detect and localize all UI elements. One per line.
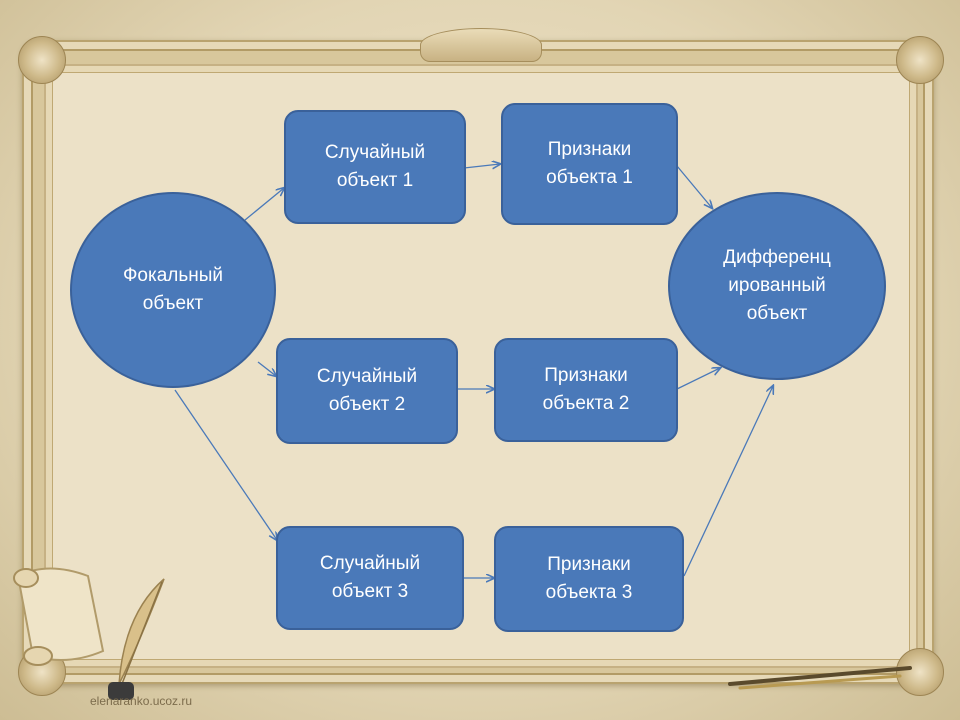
differentiated-object-node: Дифференц ированный объект bbox=[668, 192, 886, 380]
random-object-1-node: Случайный объект 1 bbox=[284, 110, 466, 224]
arrow-features2-to-result bbox=[676, 368, 720, 390]
watermark-text: elenaranko.ucoz.ru bbox=[90, 694, 193, 708]
random-object-3-node: Случайный объект 3 bbox=[276, 526, 464, 630]
corner-ornament-top-right bbox=[896, 36, 944, 84]
top-ornament bbox=[420, 28, 542, 62]
object-features-3-node: Признаки объекта 3 bbox=[494, 526, 684, 632]
corner-ornament-top-left bbox=[18, 36, 66, 84]
quill-icon bbox=[108, 578, 165, 700]
arrow-features3-to-result bbox=[683, 386, 773, 577]
arrow-focal-to-random3 bbox=[174, 389, 277, 540]
object-features-1-node: Признаки объекта 1 bbox=[501, 103, 678, 225]
pen-icon bbox=[728, 666, 912, 690]
arrow-focal-to-random2 bbox=[257, 361, 276, 376]
arrow-random1-to-features1 bbox=[463, 164, 500, 168]
random-object-2-node: Случайный объект 2 bbox=[276, 338, 458, 444]
focal-object-node: Фокальный объект bbox=[70, 192, 276, 388]
scroll-icon bbox=[13, 567, 105, 666]
corner-ornament-bottom-right bbox=[896, 648, 944, 696]
arrow-focal-to-random1 bbox=[244, 188, 284, 221]
arrow-features1-to-result bbox=[676, 165, 712, 208]
object-features-2-node: Признаки объекта 2 bbox=[494, 338, 678, 442]
